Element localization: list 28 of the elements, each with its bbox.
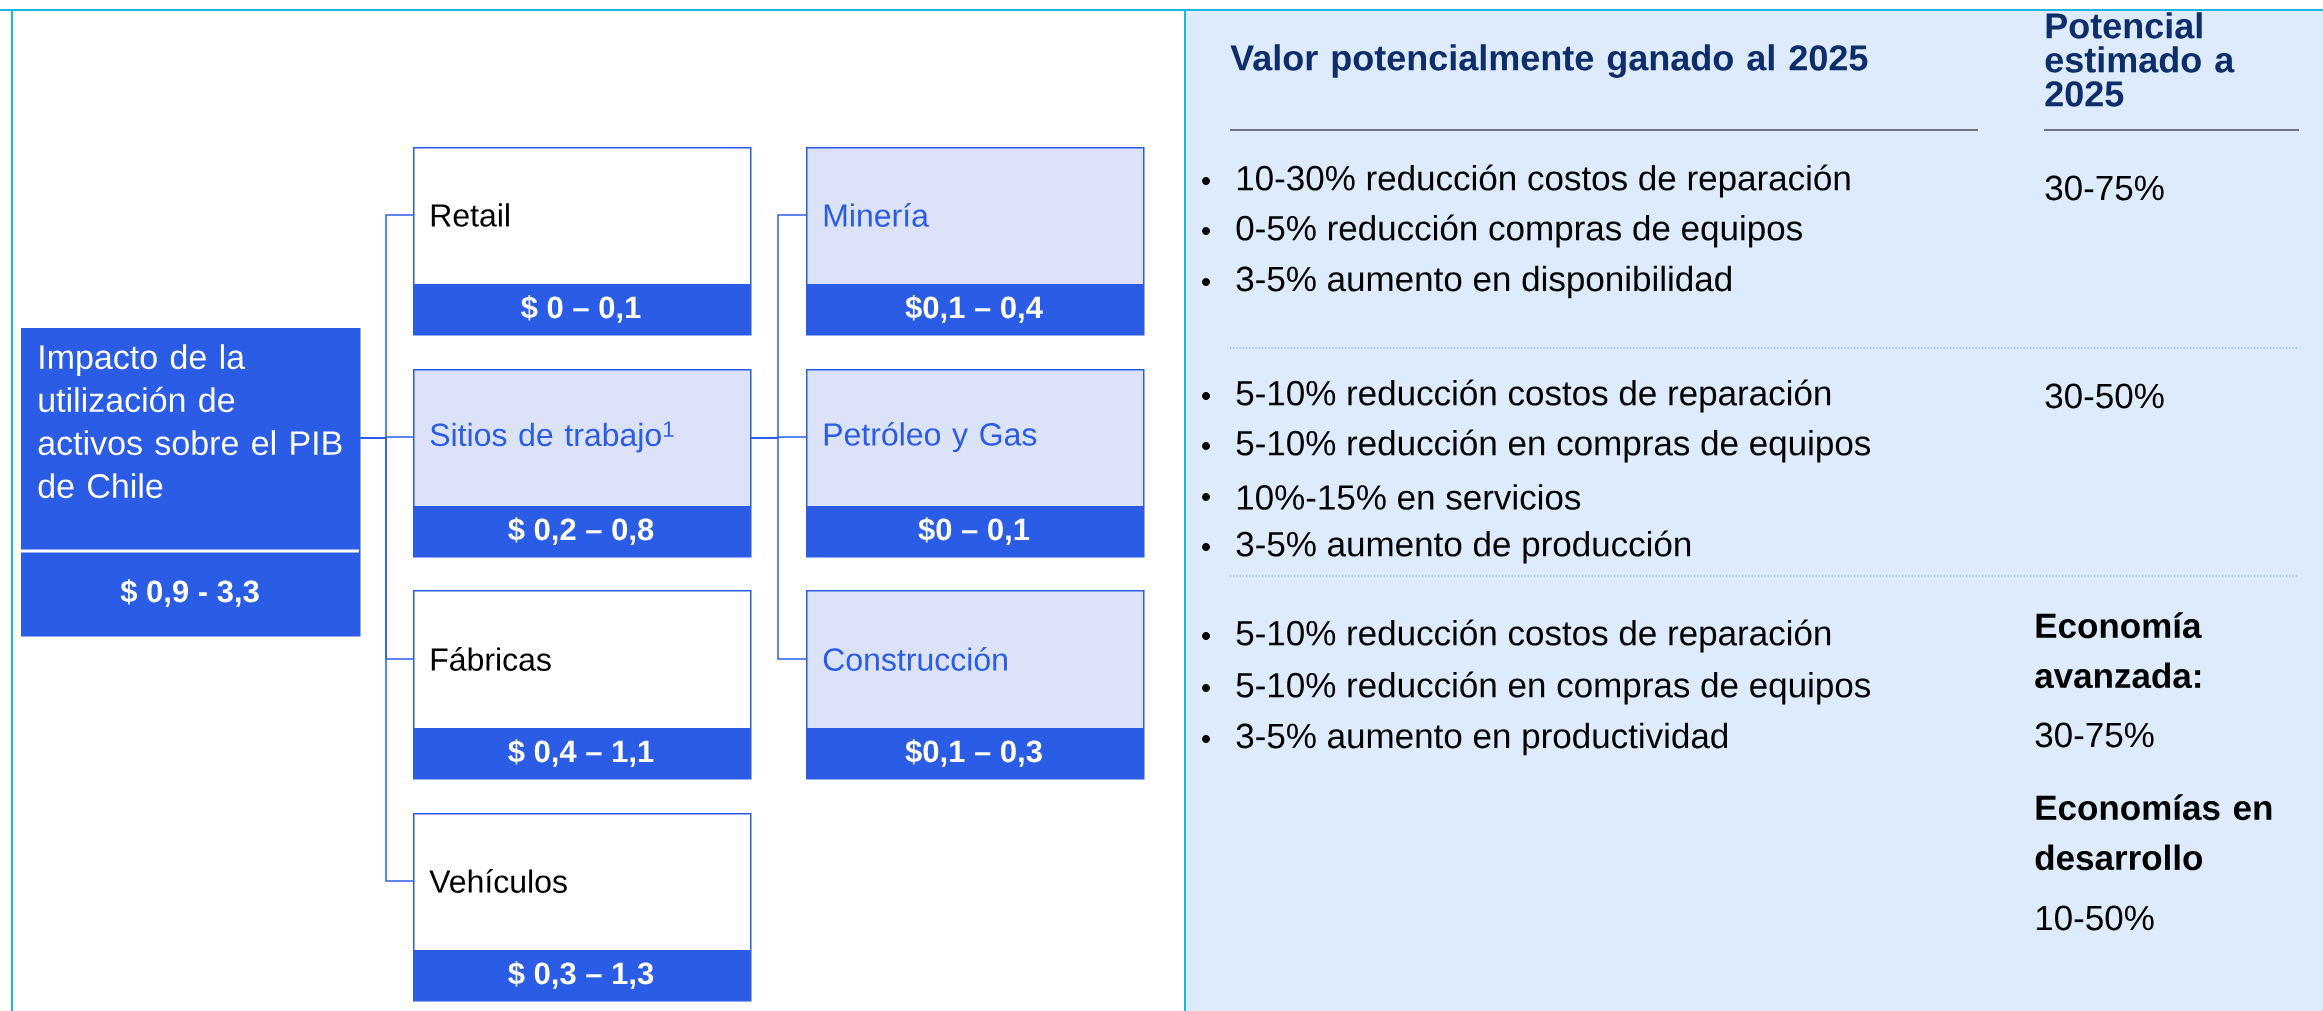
category-box: Construcción $0,1 – 0,3: [806, 590, 1145, 780]
connector-line: [750, 437, 807, 660]
column-heading: Potencial estimado a 2025: [2045, 12, 2235, 107]
economy-label: Economías en desarrollo: [2035, 794, 2272, 871]
percentage-text: 10-50%: [2036, 905, 2154, 931]
bullet-text: 5-10% reducción en compras de equipos: [1236, 671, 1871, 705]
bullet-text: 0-5% reducción compras de equipos: [1236, 214, 1802, 248]
bullet-text: 3-5% aumento en productividad: [1236, 722, 1728, 756]
bullet-text: 5-10% reducción costos de reparación: [1236, 619, 1831, 653]
category-box: Impacto de la utilización de activos sobre el PIB de Chile $ 0,9 - 3,3: [21, 328, 361, 637]
percentage-text: 30-75%: [2035, 722, 2154, 748]
bullet-text: 10%-15% en servicios: [1237, 484, 1581, 510]
category-box: Minería $0,1 – 0,4: [806, 147, 1145, 336]
category-box: Sitios de trabajo$^{1}$ $ 0,2 – 0,8: [413, 369, 752, 558]
connector-line: [359, 437, 414, 882]
bullet-text: 5-10% reducción en compras de equipos: [1236, 429, 1871, 463]
column-heading: Valor potencialmente ganado al 2025: [1230, 44, 1868, 78]
percentage-text: 30-75%: [2045, 175, 2164, 201]
percentage-text: 30-50%: [2045, 383, 2164, 409]
category-box: Fábricas $ 0,4 – 1,1: [413, 590, 752, 780]
bullet-text: 5-10% reducción costos de reparación: [1236, 379, 1831, 413]
bullet-text: 10-30% reducción costos de reparación: [1237, 164, 1850, 198]
bullet-text: 3-5% aumento de producción: [1236, 530, 1691, 564]
economy-label: Economía avanzada:: [2035, 612, 2202, 689]
category-box: Petróleo y Gas $0 – 0,1: [806, 369, 1145, 558]
bullet-text: 3-5% aumento en disponibilidad: [1236, 265, 1731, 299]
category-box: Retail $ 0 – 0,1: [413, 147, 752, 336]
category-box: Vehículos $ 0,3 – 1,3: [413, 813, 752, 1002]
